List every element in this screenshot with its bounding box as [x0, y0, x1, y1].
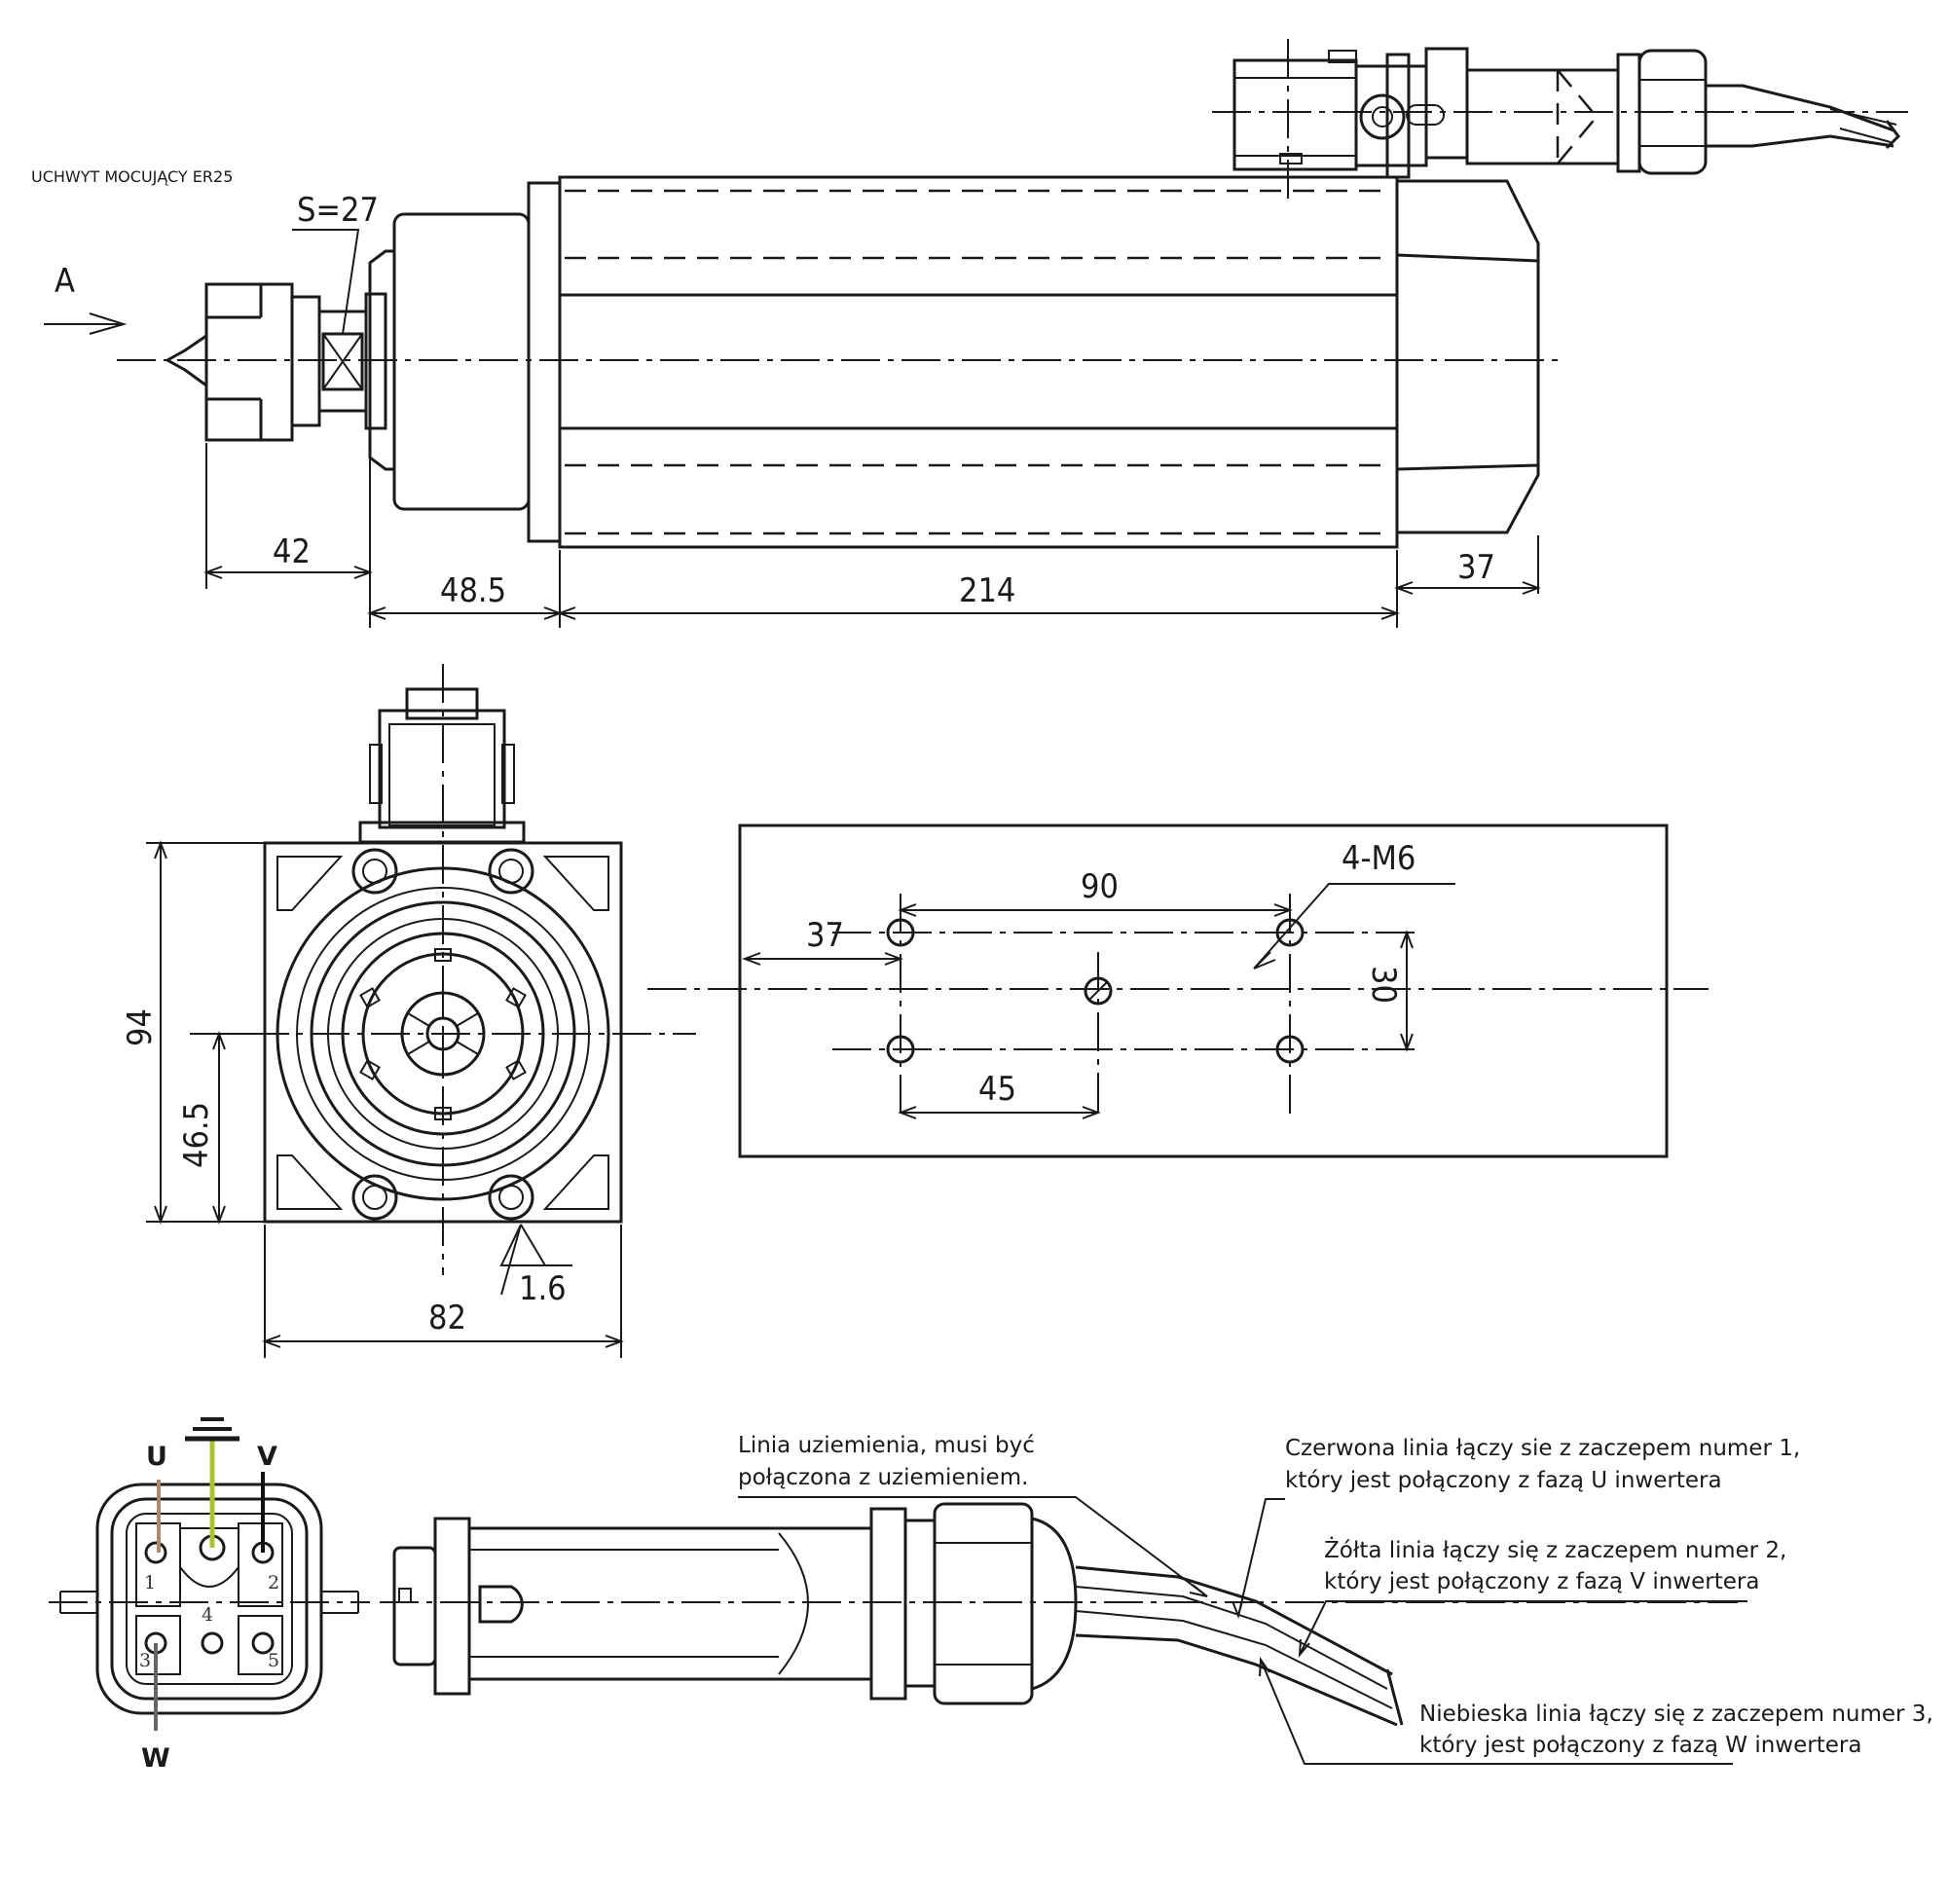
red-wire-note: który jest połączony z fazą U inwertera	[1285, 1468, 1722, 1493]
front-view: 94 46.5 82 1.6	[121, 664, 696, 1358]
center-hole	[1084, 976, 1113, 1006]
svg-text:1.6: 1.6	[519, 1269, 567, 1308]
svg-text:46.5: 46.5	[177, 1102, 216, 1168]
yellow-wire-note: który jest połączony z fazą V inwertera	[1324, 1569, 1759, 1594]
ground-note: połączona z uziemieniem.	[738, 1465, 1028, 1490]
svg-text:37: 37	[1457, 548, 1495, 587]
blue-wire-note: Niebieska linia łączy się z zaczepem num…	[1419, 1702, 1933, 1727]
svg-text:3: 3	[139, 1650, 151, 1671]
mount-plate: 90 37 30 45 4-M6	[647, 824, 1709, 1158]
collet-nut	[204, 282, 294, 442]
svg-text:82: 82	[428, 1299, 466, 1337]
mount-hole	[1275, 1035, 1305, 1064]
svg-text:214: 214	[959, 571, 1015, 610]
svg-text:90: 90	[1081, 867, 1119, 906]
svg-text:4: 4	[202, 1604, 213, 1626]
pin-w-label: W	[141, 1743, 170, 1774]
mount-hole	[886, 918, 915, 947]
rear-cap	[1395, 179, 1540, 534]
svg-text:2: 2	[268, 1572, 279, 1593]
svg-text:1: 1	[144, 1572, 156, 1593]
red-wire-note: Czerwona linia łączy sie z zaczepem nume…	[1285, 1436, 1800, 1461]
side-view: A	[44, 39, 1908, 628]
blue-wire-note: który jest połączony z fazą W inwertera	[1419, 1733, 1861, 1758]
annotations: Linia uziemienia, musi być połączona z u…	[738, 1433, 1933, 1765]
front-dimensions: 94 46.5 82 1.6	[121, 840, 624, 1358]
page-title: UCHWYT MOCUJĄCY ER25	[31, 167, 233, 186]
pin-u-label: U	[146, 1442, 167, 1472]
connector-housing	[95, 1483, 323, 1715]
view-arrow	[44, 312, 128, 335]
mount-hole	[1275, 918, 1305, 947]
svg-text:37: 37	[806, 916, 844, 955]
ground-icon	[185, 1417, 239, 1442]
svg-text:94: 94	[121, 1008, 160, 1046]
mount-hole	[886, 1035, 915, 1064]
pin-v-label: V	[257, 1442, 277, 1472]
connector-pinout: 1 2 3 4 5 U V W	[49, 1417, 370, 1774]
svg-text:4-M6: 4-M6	[1342, 839, 1416, 878]
front-flange	[263, 841, 623, 1224]
svg-text:45: 45	[978, 1070, 1016, 1109]
cable-connector	[380, 1502, 1738, 1727]
svg-text:5: 5	[268, 1650, 279, 1671]
yellow-wire-note: Żółta linia łączy się z zaczepem numer 2…	[1324, 1536, 1786, 1563]
wrench-size-label: S=27	[297, 191, 379, 230]
svg-text:48.5: 48.5	[440, 571, 506, 610]
svg-text:30: 30	[1364, 966, 1403, 1004]
flange	[527, 181, 562, 543]
motor-body	[558, 175, 1399, 549]
svg-text:42: 42	[273, 532, 311, 571]
view-arrow-label: A	[55, 262, 75, 301]
side-dimensions: 42 48.5 214 37 S=27	[203, 191, 1541, 628]
spindle-nose	[392, 212, 531, 511]
top-connector	[1212, 39, 1908, 200]
ground-note: Linia uziemienia, musi być	[738, 1433, 1035, 1458]
